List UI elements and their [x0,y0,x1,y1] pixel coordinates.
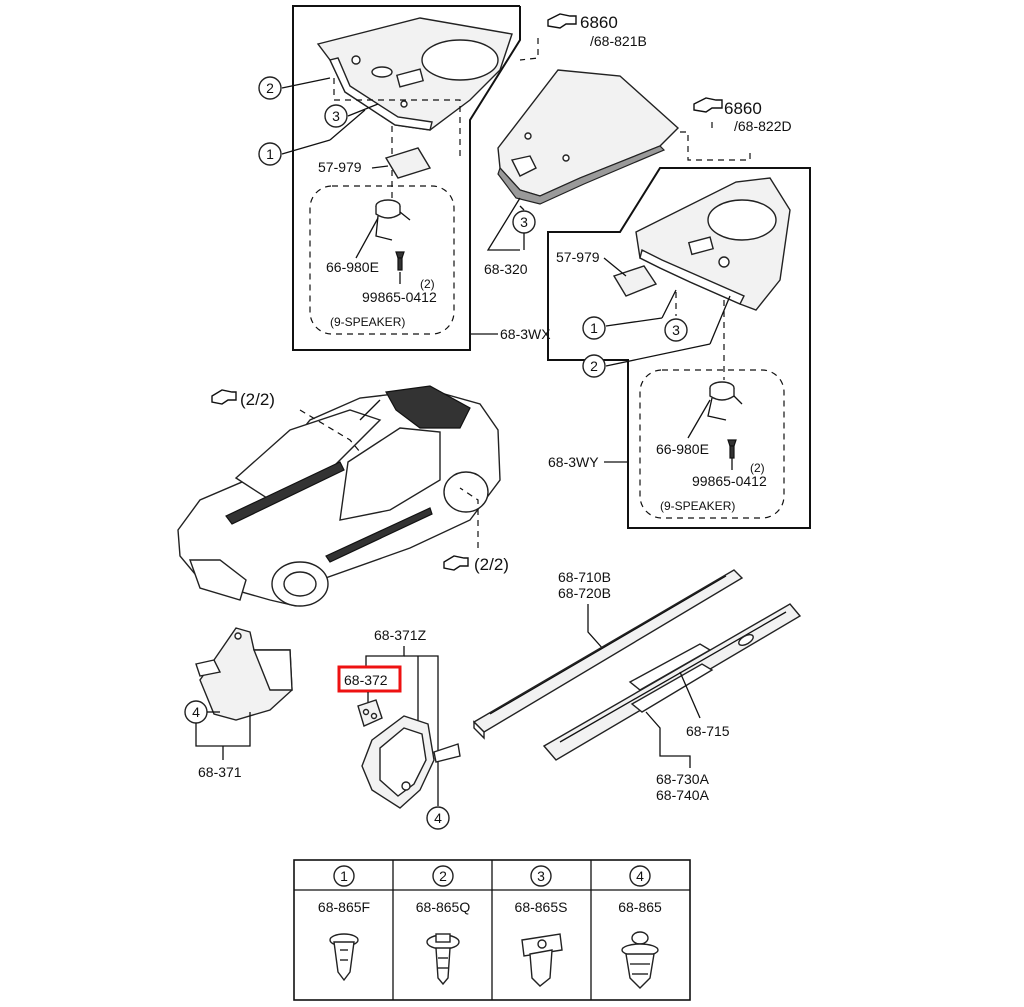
right-part-57-979-label: 57-979 [556,249,600,265]
svg-text:(2/2): (2/2) [474,555,509,574]
pointing-hand-icon [443,555,469,571]
right-assembly-label: 68-3WY [548,454,599,470]
svg-text:6860: 6860 [724,99,762,118]
legend-column-1: 1 68-865F [318,865,370,982]
scuff-plate-upper-label-1: 68-710B [558,569,611,585]
scuff-plate-upper-illustration [472,569,744,740]
legend-number-3: 3 [537,868,545,884]
right-pad-57-979 [612,265,658,297]
emblem-label: 68-715 [686,723,730,739]
left-pad-57-979 [384,147,432,179]
left-fastener-2-marker: 2 [258,76,282,100]
legend-column-4: 4 68-865 [618,865,662,989]
fir-tree-clip-icon [621,931,659,989]
svg-text:3: 3 [672,322,680,338]
svg-text:/68-821B: /68-821B [590,33,647,49]
legend-column-2: 2 68-865Q [416,865,471,986]
fastener-legend-table: 1 68-865F 2 68-865Q 3 [293,859,691,1001]
svg-text:3: 3 [520,214,528,230]
scuff-plate-lower-label-2: 68-740A [656,787,710,803]
legend-part-3: 68-865S [515,899,568,915]
legend-number-2: 2 [439,868,447,884]
center-part-label: 68-320 [484,261,528,277]
left-screw-icon [395,251,405,271]
pointing-hand-icon [211,389,237,405]
right-cover-fastener-4-marker: 4 [426,806,450,830]
left-trim-panel-group: 2 3 1 57-979 66-980E (2) 99865-0412 (9- [258,5,551,351]
right-trim-panel-illustration [635,177,791,311]
right-screw-qty: (2) [750,461,765,475]
svg-text:2: 2 [266,80,274,96]
car-ref-lower-callout: (2/2) [443,487,509,574]
left-option-note: (9-SPEAKER) [330,315,405,329]
car-illustration [177,385,501,607]
svg-text:/68-822D: /68-822D [734,118,792,134]
left-speaker-illustration [375,199,411,241]
left-trim-panel-frame [292,5,521,351]
left-screw-qty: (2) [420,277,435,291]
svg-text:2: 2 [590,358,598,374]
push-clip-f-icon [329,933,359,982]
car-ref-upper-callout: (2/2) [211,389,361,453]
bracket-illustration [357,699,383,727]
left-fastener-3-marker: 3 [324,104,348,128]
center-panel-illustration [497,69,680,205]
svg-text:1: 1 [266,146,274,162]
top-reference-callout: 6860 /68-821B [519,13,647,61]
svg-text:4: 4 [434,810,442,826]
scuff-plate-lower-label-1: 68-730A [656,771,710,787]
right-fastener-3-marker: 3 [664,318,688,342]
left-part-57-979-label: 57-979 [318,159,362,175]
pointing-hand-icon [693,97,723,113]
left-speaker-option-box [309,185,455,335]
right-trim-panel-group: 57-979 1 3 2 66-980E [547,167,811,529]
push-clip-q-icon [426,933,460,986]
left-cover-fastener-4-marker: 4 [184,700,208,724]
svg-text:3: 3 [332,108,340,124]
bracket-label: 68-372 [344,672,388,688]
right-option-note: (9-SPEAKER) [660,499,735,513]
left-side-cover-illustration [195,627,293,721]
right-side-cover-group: 68-371Z 68-372 4 [337,627,461,830]
legend-part-1: 68-865F [318,899,370,915]
left-side-cover-group: 4 68-371 [184,627,293,780]
left-cover-label: 68-371 [198,764,242,780]
right-speaker-option-box [639,369,785,519]
left-speaker-label: 66-980E [326,259,379,275]
center-panel-group: 3 68-320 [484,69,751,277]
bracket-highlight-box [337,665,402,693]
legend-number-4: 4 [636,868,644,884]
left-screw-label: 99865-0412 [362,289,437,305]
legend-part-4: 68-865 [618,899,662,915]
scuff-plate-group: 68-710B 68-720B 68-715 68-730A 68-740A [472,569,802,803]
right-reference-callout: 6860 /68-822D [693,97,792,134]
svg-text:6860: 6860 [580,13,618,32]
right-speaker-illustration [707,381,743,421]
right-fastener-1-marker: 1 [582,316,606,340]
svg-text:1: 1 [590,320,598,336]
right-cover-label: 68-371Z [374,627,427,643]
right-screw-label: 99865-0412 [692,473,767,489]
right-side-cover-illustration [361,715,461,809]
svg-text:(2/2): (2/2) [240,390,275,409]
right-fastener-2-marker: 2 [582,354,606,378]
left-fastener-1-marker: 1 [258,142,282,166]
legend-column-3: 3 68-865S [515,865,568,987]
left-assembly-label: 68-3WX [500,326,551,342]
center-fastener-3-marker: 3 [512,210,536,234]
scuff-plate-upper-label-2: 68-720B [558,585,611,601]
left-trim-panel-illustration [316,17,513,131]
legend-part-2: 68-865Q [416,899,471,915]
right-speaker-label: 66-980E [656,441,709,457]
snap-clip-s-icon [521,933,563,987]
emblem-illustration [628,643,714,713]
svg-text:4: 4 [192,704,200,720]
legend-number-1: 1 [340,868,348,884]
right-screw-icon [727,439,737,459]
pointing-hand-icon [547,13,577,29]
